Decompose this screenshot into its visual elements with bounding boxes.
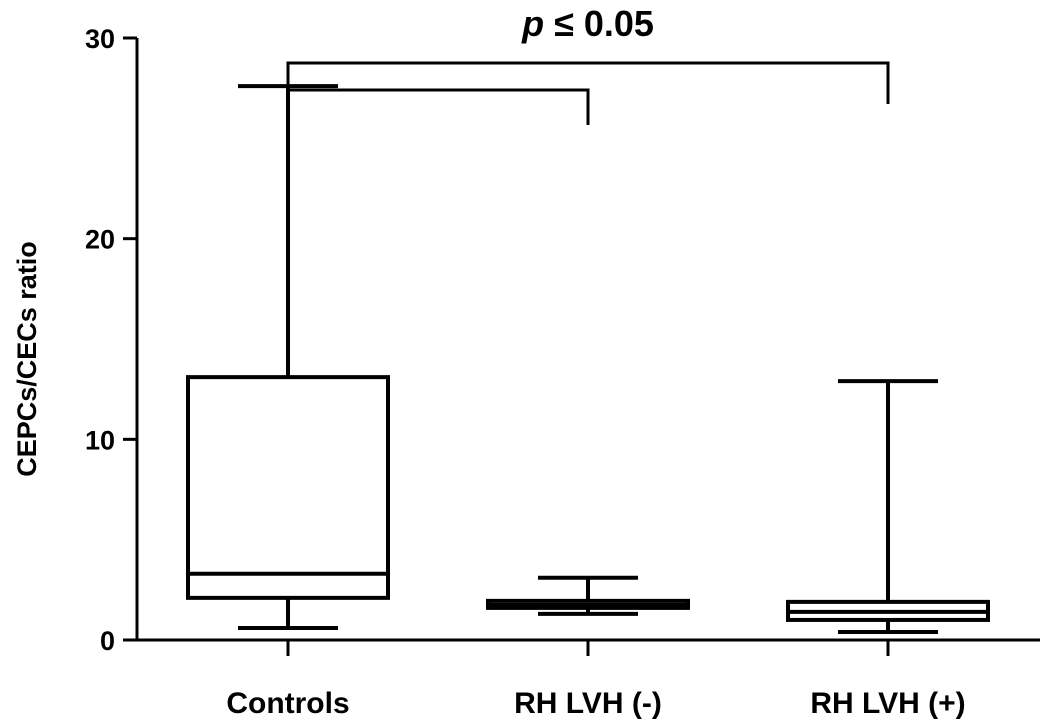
y-axis-label: CEPCs/CECs ratio xyxy=(12,241,42,477)
bracket-controls-vs-rh-lvh-minus xyxy=(288,88,590,125)
box-group xyxy=(186,84,390,630)
y-ticks: 0 10 20 30 xyxy=(85,24,137,656)
boxes xyxy=(186,84,990,634)
x-category-label: RH LVH (+) xyxy=(810,687,965,720)
y-tick-label: 0 xyxy=(100,626,115,656)
x-category-label: Controls xyxy=(226,687,349,720)
significance-label-p: p xyxy=(521,3,544,44)
box-group xyxy=(786,379,990,634)
bracket-controls-vs-rh-lvh-plus xyxy=(286,61,890,125)
box-group xyxy=(486,575,690,616)
y-tick-label: 30 xyxy=(85,24,115,54)
x-category-label: RH LVH (-) xyxy=(514,687,662,720)
y-tick-label: 10 xyxy=(85,425,115,455)
significance-brackets xyxy=(286,61,890,125)
x-category-labels: Controls RH LVH (-) RH LVH (+) xyxy=(226,640,966,720)
significance-label-rest: ≤ 0.05 xyxy=(544,3,654,44)
box-iqr xyxy=(186,375,390,600)
y-tick-label: 20 xyxy=(85,225,115,255)
significance-label: p ≤ 0.05 xyxy=(521,3,654,44)
